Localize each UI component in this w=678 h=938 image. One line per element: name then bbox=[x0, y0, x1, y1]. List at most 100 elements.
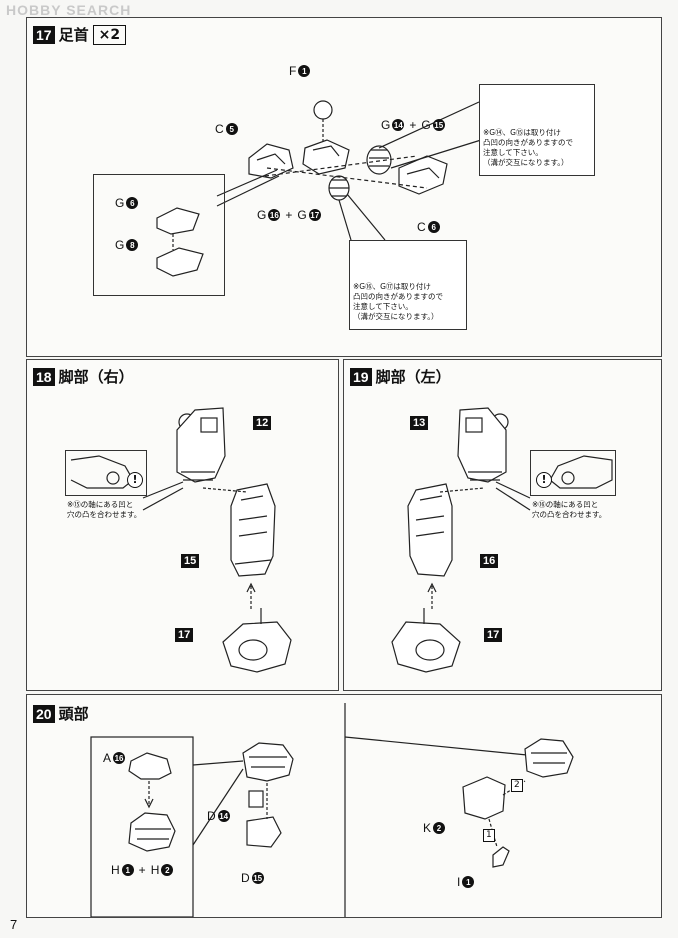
part-number: 2 bbox=[433, 822, 446, 834]
part-number: 1 bbox=[121, 864, 134, 876]
note-line: （溝が交互になります。） bbox=[483, 158, 569, 167]
part-tag-13: 13 bbox=[410, 416, 429, 430]
label-a16: A 16 bbox=[103, 751, 126, 765]
part-letter: H bbox=[111, 863, 120, 877]
part-tag-17: 17 bbox=[175, 628, 194, 642]
part-number: 15 bbox=[432, 119, 445, 131]
step-18-header: 18 脚部（右） bbox=[33, 366, 134, 387]
step-number: 17 bbox=[33, 25, 55, 44]
part-letter: G bbox=[115, 196, 125, 210]
step-17-panel: 17 足首 ×2 bbox=[26, 17, 662, 357]
label-d15: D 15 bbox=[241, 871, 264, 885]
page-number: 7 bbox=[10, 917, 18, 932]
part-number: 1 bbox=[462, 876, 475, 888]
step-title: 足首 bbox=[58, 26, 89, 44]
label-f1: F 1 bbox=[289, 64, 311, 78]
sequence-step-2: 2 bbox=[511, 779, 523, 792]
note-line: 凸凹の向きがありますので bbox=[353, 292, 443, 301]
part-letter: G bbox=[381, 118, 391, 132]
note-line: 注意して下さい。 bbox=[353, 302, 413, 311]
part-letter: G bbox=[297, 208, 307, 222]
step-number: 20 bbox=[33, 704, 55, 723]
label-h1-h2: H 1 + H 2 bbox=[111, 863, 174, 877]
step-number: 19 bbox=[350, 367, 372, 386]
part-tag-12: 12 bbox=[253, 416, 272, 430]
step-19-panel: 19 脚部（左） bbox=[343, 359, 662, 691]
part-tag-17: 17 bbox=[484, 628, 503, 642]
part-letter: C bbox=[215, 122, 224, 136]
part-tag-15: 15 bbox=[181, 554, 200, 568]
plus-sign: + bbox=[409, 118, 417, 132]
part-number: 2 bbox=[161, 864, 174, 876]
note-line: ※⑮の軸にある凹と bbox=[67, 500, 134, 509]
step-20-header: 20 頭部 bbox=[33, 703, 89, 724]
step-18-panel: 18 脚部（右） bbox=[26, 359, 339, 691]
note-axis-align: ※⑮の軸にある凹と 穴の凸を合わせます。 bbox=[67, 500, 141, 520]
label-c5: C 5 bbox=[215, 122, 238, 136]
step-title: 頭部 bbox=[58, 705, 89, 723]
step-18-drawing bbox=[70, 407, 292, 673]
note-line: （溝が交互になります。） bbox=[353, 312, 439, 321]
note-callout-g16-g17 bbox=[349, 240, 467, 330]
part-number: 8 bbox=[126, 239, 139, 251]
part-letter: G bbox=[421, 118, 431, 132]
part-letter: F bbox=[289, 64, 297, 78]
label-g14-g15: G 14 + G 15 bbox=[381, 118, 445, 132]
note-line: 穴の凸を合わせます。 bbox=[67, 510, 142, 519]
label-g16-g17: G 16 + G 17 bbox=[257, 208, 321, 222]
plus-sign: + bbox=[285, 208, 293, 222]
part-number: 17 bbox=[308, 209, 321, 221]
step-20-panel: 20 頭部 bbox=[26, 694, 662, 918]
step-20-drawing bbox=[90, 703, 574, 917]
multiplier-badge: ×2 bbox=[92, 24, 127, 45]
warning-icon: ! bbox=[536, 472, 552, 488]
step-number: 18 bbox=[33, 367, 55, 386]
step-19-drawing bbox=[391, 407, 613, 673]
detail-callout bbox=[65, 450, 147, 496]
part-letter: K bbox=[423, 821, 432, 835]
step-title: 脚部（左） bbox=[375, 368, 451, 386]
step-19-header: 19 脚部（左） bbox=[350, 366, 451, 387]
note-callout-g14-g15 bbox=[479, 84, 595, 176]
part-number: 1 bbox=[298, 65, 311, 77]
note-line: 注意して下さい。 bbox=[483, 148, 543, 157]
note-line: ※G⑯、G⑰は取り付け bbox=[353, 282, 431, 291]
label-d14: D 14 bbox=[207, 809, 230, 823]
step-17-drawing bbox=[156, 91, 542, 277]
label-c6: C 6 bbox=[417, 220, 440, 234]
part-tag-16: 16 bbox=[480, 554, 499, 568]
label-i1: I 1 bbox=[457, 875, 475, 889]
warning-icon: ! bbox=[127, 472, 143, 488]
note-axis-align: ※⑯の軸にある凹と 穴の凸を合わせます。 bbox=[532, 500, 606, 520]
note-g16-g17: ※G⑯、G⑰は取り付け 凸凹の向きがありますので 注意して下さい。 （溝が交互に… bbox=[353, 282, 443, 322]
part-number: 14 bbox=[217, 810, 230, 822]
part-letter: D bbox=[207, 809, 216, 823]
note-line: ※⑯の軸にある凹と bbox=[532, 500, 599, 509]
step-17-header: 17 足首 ×2 bbox=[33, 24, 127, 45]
part-letter: G bbox=[257, 208, 267, 222]
note-line: 凸凹の向きがありますので bbox=[483, 138, 573, 147]
part-letter: I bbox=[457, 875, 461, 889]
label-g8: G 8 bbox=[115, 238, 139, 252]
plus-sign: + bbox=[138, 863, 146, 877]
part-number: 15 bbox=[251, 872, 264, 884]
subassembly-callout-g6-g8 bbox=[93, 174, 225, 296]
part-letter: A bbox=[103, 751, 112, 765]
part-letter: C bbox=[417, 220, 426, 234]
part-number: 6 bbox=[427, 221, 440, 233]
note-line: ※G⑭、G⑮は取り付け bbox=[483, 128, 561, 137]
part-letter: D bbox=[241, 871, 250, 885]
sequence-step-1: 1 bbox=[483, 829, 495, 842]
part-number: 6 bbox=[126, 197, 139, 209]
part-number: 16 bbox=[268, 209, 281, 221]
label-g6: G 6 bbox=[115, 196, 139, 210]
part-number: 14 bbox=[392, 119, 405, 131]
note-line: 穴の凸を合わせます。 bbox=[532, 510, 607, 519]
part-number: 16 bbox=[113, 752, 126, 764]
watermark: HOBBY SEARCH bbox=[6, 2, 132, 18]
part-number: 5 bbox=[225, 123, 238, 135]
step-title: 脚部（右） bbox=[58, 368, 134, 386]
detail-callout bbox=[530, 450, 616, 496]
note-g14-g15: ※G⑭、G⑮は取り付け 凸凹の向きがありますので 注意して下さい。 （溝が交互に… bbox=[483, 128, 573, 168]
label-k2: K 2 bbox=[423, 821, 446, 835]
